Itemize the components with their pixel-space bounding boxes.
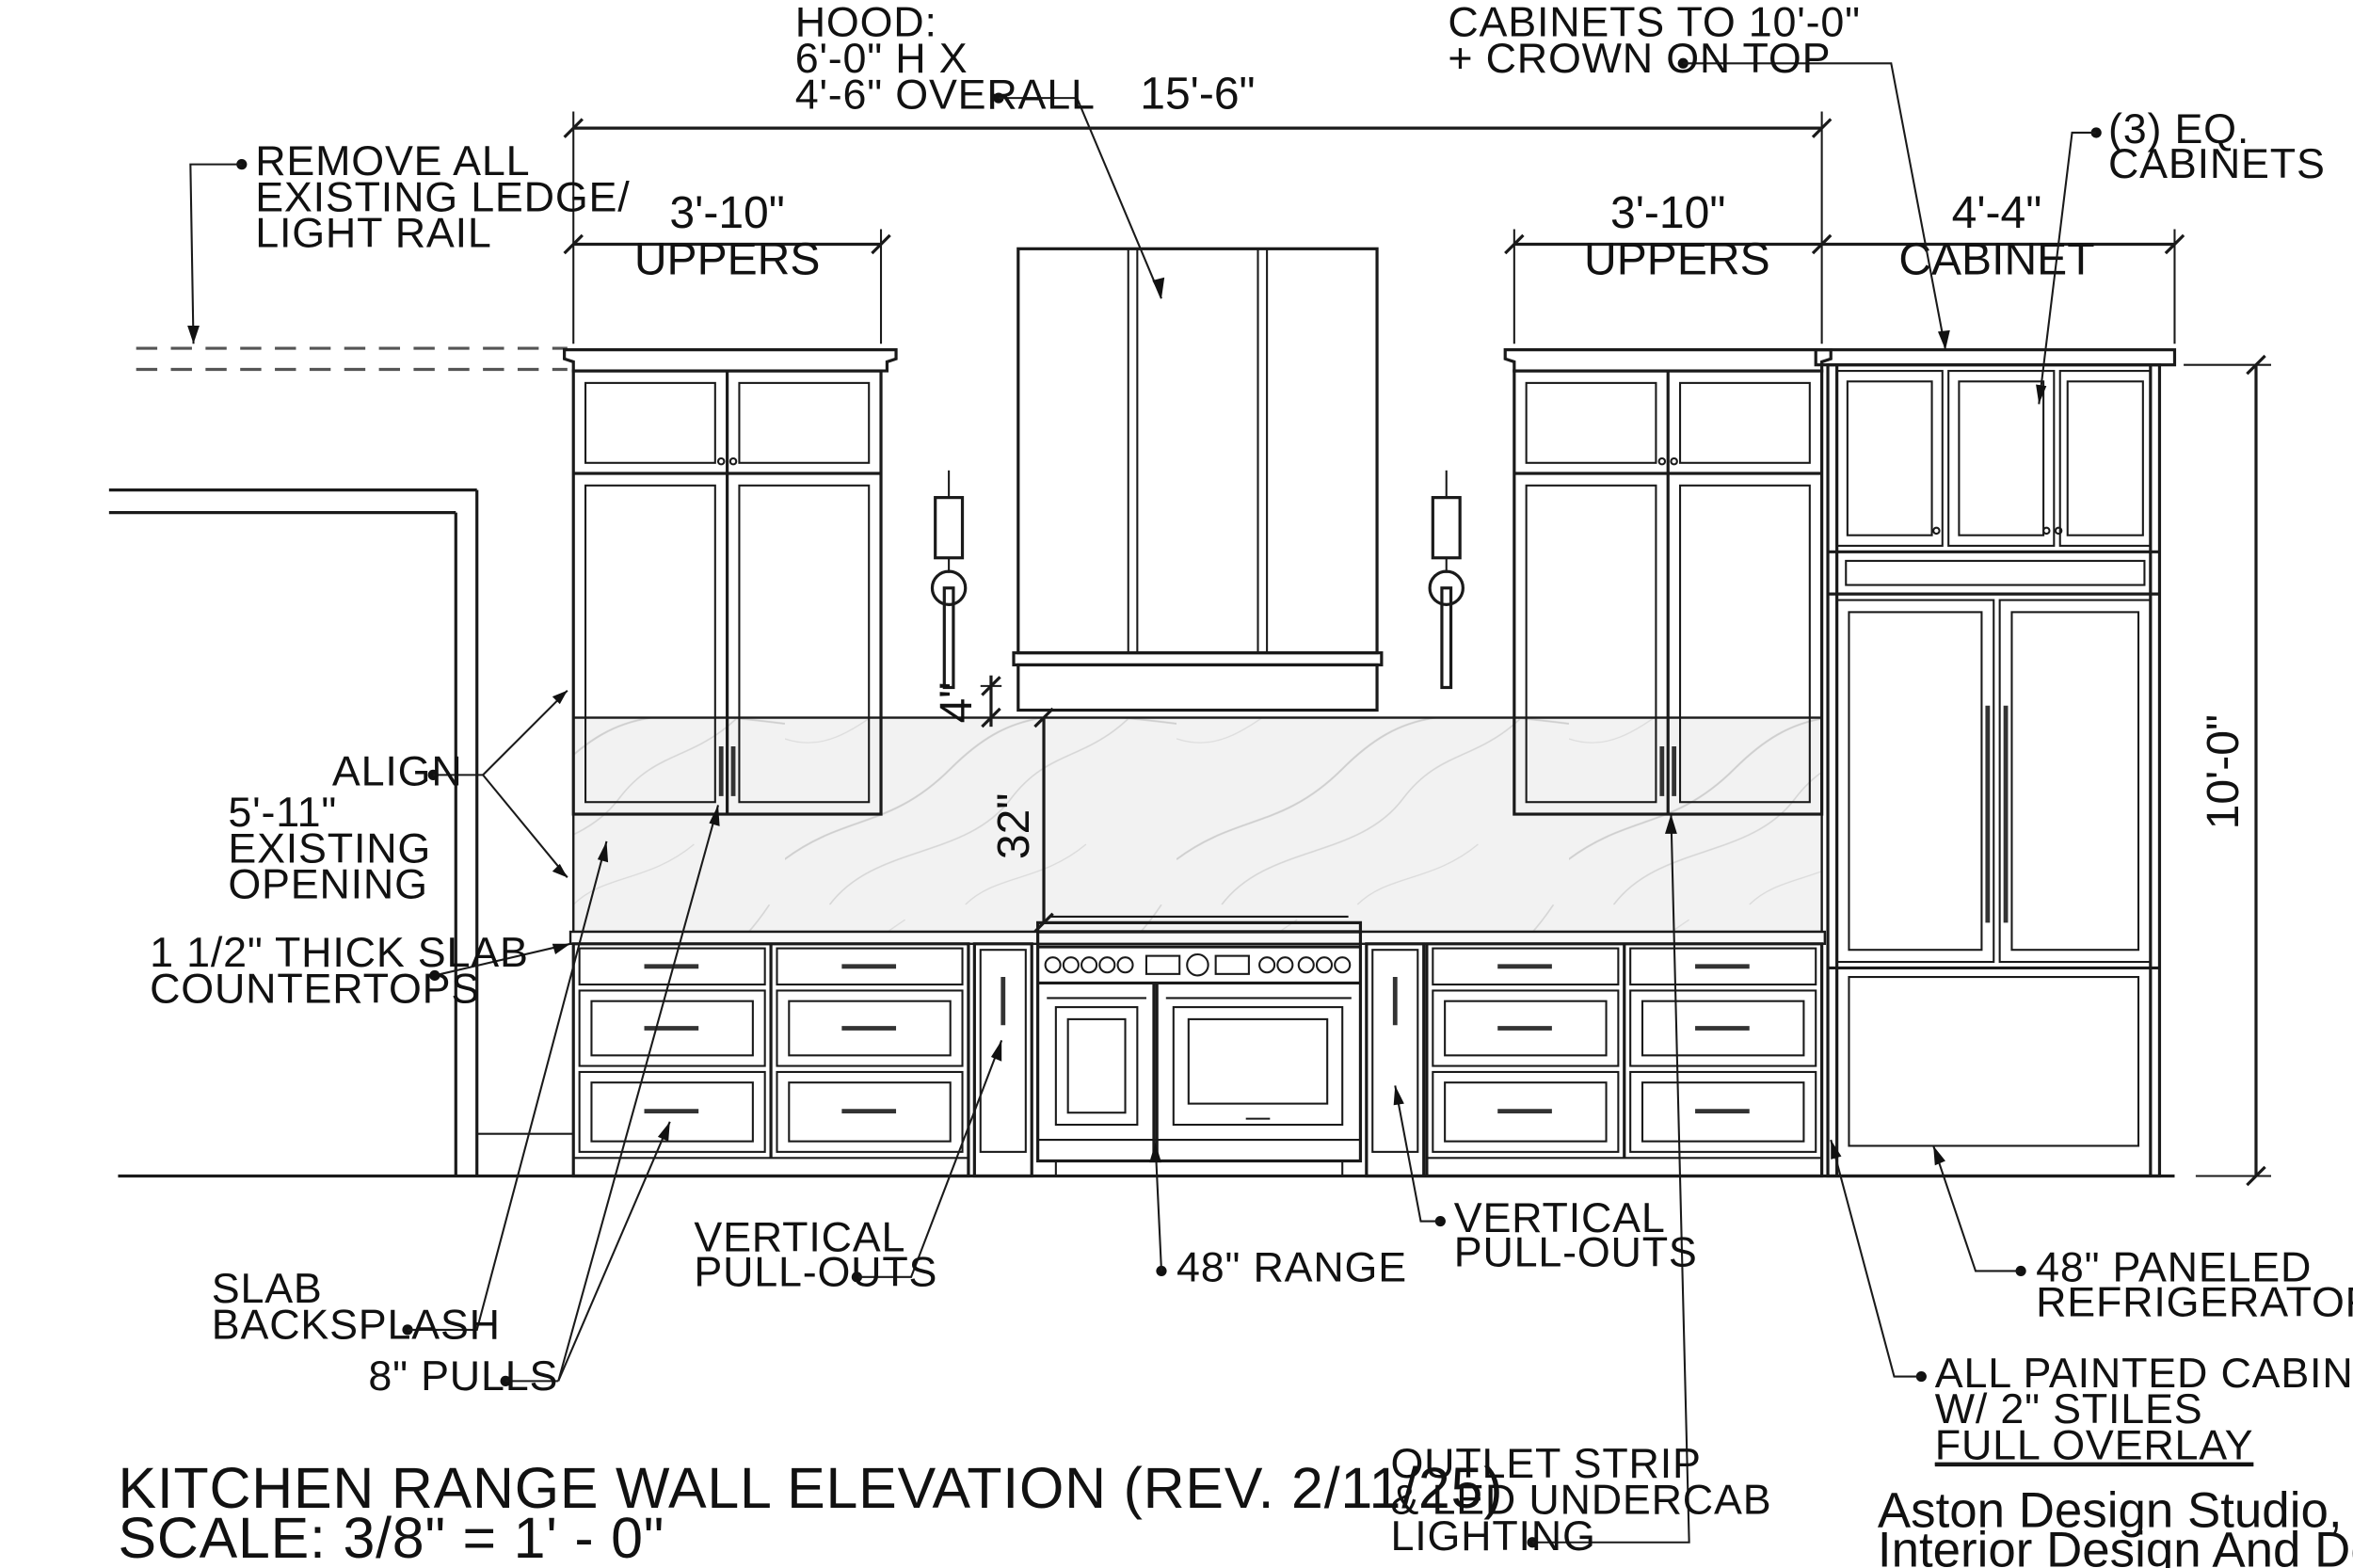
svg-text:FULL OVERLAY: FULL OVERLAY xyxy=(1935,1421,2254,1469)
dim-right-uppers-text: 3'-10" xyxy=(1610,188,1725,238)
note-cabinetry: ALL PAINTED CABINETRY W/ 2" STILES FULL … xyxy=(1934,1349,2353,1469)
svg-text:& LED UNDERCAB: & LED UNDERCAB xyxy=(1390,1475,1771,1523)
existing-opening-wall xyxy=(108,488,574,1176)
svg-text:COUNTERTOPS: COUNTERTOPS xyxy=(150,964,480,1012)
note-range: 48" RANGE xyxy=(1176,1243,1407,1291)
svg-text:+ CROWN ON TOP: + CROWN ON TOP xyxy=(1448,34,1831,82)
range-hood xyxy=(1012,247,1384,712)
dim-hood-gap-text: 4" xyxy=(932,682,982,724)
dim-cabinet-text: 4'-4" xyxy=(1952,188,2042,238)
dimension-right-uppers: 3'-10" UPPERS 4'-4" CABINET xyxy=(1504,188,2185,344)
dimension-hood-gap: 4" xyxy=(932,675,1002,728)
studio-name: Aston Design Studio, LLC xyxy=(1878,1483,2353,1539)
svg-text:VERTICAL: VERTICAL xyxy=(1454,1193,1666,1241)
left-vertical-pullout xyxy=(972,942,1033,1178)
left-wall-sconce xyxy=(930,470,968,690)
note-pulls: 8" PULLS xyxy=(368,1352,558,1400)
dimension-left-uppers: 3'-10" UPPERS xyxy=(563,188,891,344)
note-pullouts-left: VERTICAL PULL-OUTS xyxy=(694,1213,937,1296)
right-vertical-pullout xyxy=(1365,942,1426,1178)
removed-ledge-dashed xyxy=(136,346,568,372)
dimension-backsplash: 32" xyxy=(989,707,1054,934)
svg-text:CABINETS TO 10'-0": CABINETS TO 10'-0" xyxy=(1448,0,1860,45)
right-wall-sconce xyxy=(1428,470,1465,690)
note-align: ALIGN xyxy=(332,747,463,795)
dim-backsplash-text: 32" xyxy=(989,793,1039,860)
note-hood: HOOD: 6'-0" H X 4'-6" OVERALL xyxy=(795,0,1096,118)
svg-text:1 1/2" THICK SLAB: 1 1/2" THICK SLAB xyxy=(150,928,529,976)
svg-text:REMOVE ALL: REMOVE ALL xyxy=(255,136,530,184)
svg-text:(3) EQ.: (3) EQ. xyxy=(2108,104,2249,152)
right-lower-cabinets xyxy=(1425,942,1824,1178)
dimension-height: 10'-0" xyxy=(2184,354,2271,1187)
svg-text:REFRIGERATOR: REFRIGERATOR xyxy=(2036,1277,2353,1325)
note-pullouts-right: VERTICAL PULL-OUTS xyxy=(1454,1193,1698,1276)
svg-text:5'-11": 5'-11" xyxy=(228,788,337,836)
svg-text:OPENING: OPENING xyxy=(228,860,427,908)
svg-text:HOOD:: HOOD: xyxy=(795,0,937,45)
dim-left-uppers-text: 3'-10" xyxy=(669,188,784,238)
svg-text:SLAB: SLAB xyxy=(212,1264,323,1312)
svg-text:EXISTING: EXISTING xyxy=(228,824,431,872)
drawing-title: KITCHEN RANGE WALL ELEVATION (REV. 2/11/… xyxy=(118,1456,1503,1520)
dim-left-uppers-label: UPPERS xyxy=(634,235,821,285)
note-cabinets-height: CABINETS TO 10'-0" + CROWN ON TOP xyxy=(1448,0,1860,82)
note-lighting: OUTLET STRIP & LED UNDERCAB LIGHTING xyxy=(1390,1439,1771,1560)
svg-text:LIGHT RAIL: LIGHT RAIL xyxy=(255,209,491,257)
svg-text:W/ 2" STILES: W/ 2" STILES xyxy=(1935,1384,2203,1432)
left-upper-cabinet xyxy=(563,348,898,816)
svg-text:ALL PAINTED CABINETRY: ALL PAINTED CABINETRY xyxy=(1935,1349,2353,1397)
slab-countertop xyxy=(568,930,1827,946)
drawing-title-block: KITCHEN RANGE WALL ELEVATION (REV. 2/11/… xyxy=(118,1456,1503,1568)
svg-text:CABINETS: CABINETS xyxy=(2108,139,2326,187)
svg-text:OUTLET STRIP: OUTLET STRIP xyxy=(1390,1439,1701,1487)
dim-right-uppers-label: UPPERS xyxy=(1584,235,1770,285)
dim-overall-text: 15'-6" xyxy=(1140,69,1255,119)
slab-backsplash xyxy=(572,716,1823,934)
svg-text:VERTICAL: VERTICAL xyxy=(694,1213,905,1261)
studio-credit: Aston Design Studio, LLC Interior Design… xyxy=(1878,1483,2353,1568)
studio-tagline: Interior Design And Decor xyxy=(1878,1522,2353,1568)
leader-lines xyxy=(187,57,2102,1548)
note-existing-opening: 5'-11" EXISTING OPENING xyxy=(228,788,431,908)
dim-height-text: 10'-0" xyxy=(2199,714,2249,829)
note-refrigerator: 48" PANELED REFRIGERATOR xyxy=(2036,1243,2353,1326)
svg-text:4'-6" OVERALL: 4'-6" OVERALL xyxy=(795,70,1096,118)
drawing-scale: SCALE: 3/8" = 1' - 0" xyxy=(118,1506,664,1568)
note-countertops: 1 1/2" THICK SLAB COUNTERTOPS xyxy=(150,928,529,1012)
svg-text:PULL-OUTS: PULL-OUTS xyxy=(1454,1228,1698,1276)
dimension-overall: 15'-6" xyxy=(563,69,1833,344)
note-eq-cabinets: (3) EQ. CABINETS xyxy=(2108,104,2326,187)
svg-text:LIGHTING: LIGHTING xyxy=(1390,1512,1595,1560)
range-48-inch xyxy=(1036,915,1363,1176)
svg-text:EXISTING LEDGE/: EXISTING LEDGE/ xyxy=(255,172,630,220)
note-backsplash: SLAB BACKSPLASH xyxy=(212,1264,501,1349)
note-remove-ledge: REMOVE ALL EXISTING LEDGE/ LIGHT RAIL xyxy=(255,136,630,257)
range-knobs xyxy=(1044,952,1352,977)
svg-text:6'-0" H X: 6'-0" H X xyxy=(795,34,968,82)
svg-text:48" PANELED: 48" PANELED xyxy=(2036,1243,2312,1291)
svg-text:PULL-OUTS: PULL-OUTS xyxy=(694,1247,937,1295)
refrigerator-tall-cabinet xyxy=(1814,348,2177,1178)
right-upper-cabinet xyxy=(1503,348,1833,816)
svg-text:BACKSPLASH: BACKSPLASH xyxy=(212,1301,501,1349)
left-lower-cabinets xyxy=(571,942,970,1178)
